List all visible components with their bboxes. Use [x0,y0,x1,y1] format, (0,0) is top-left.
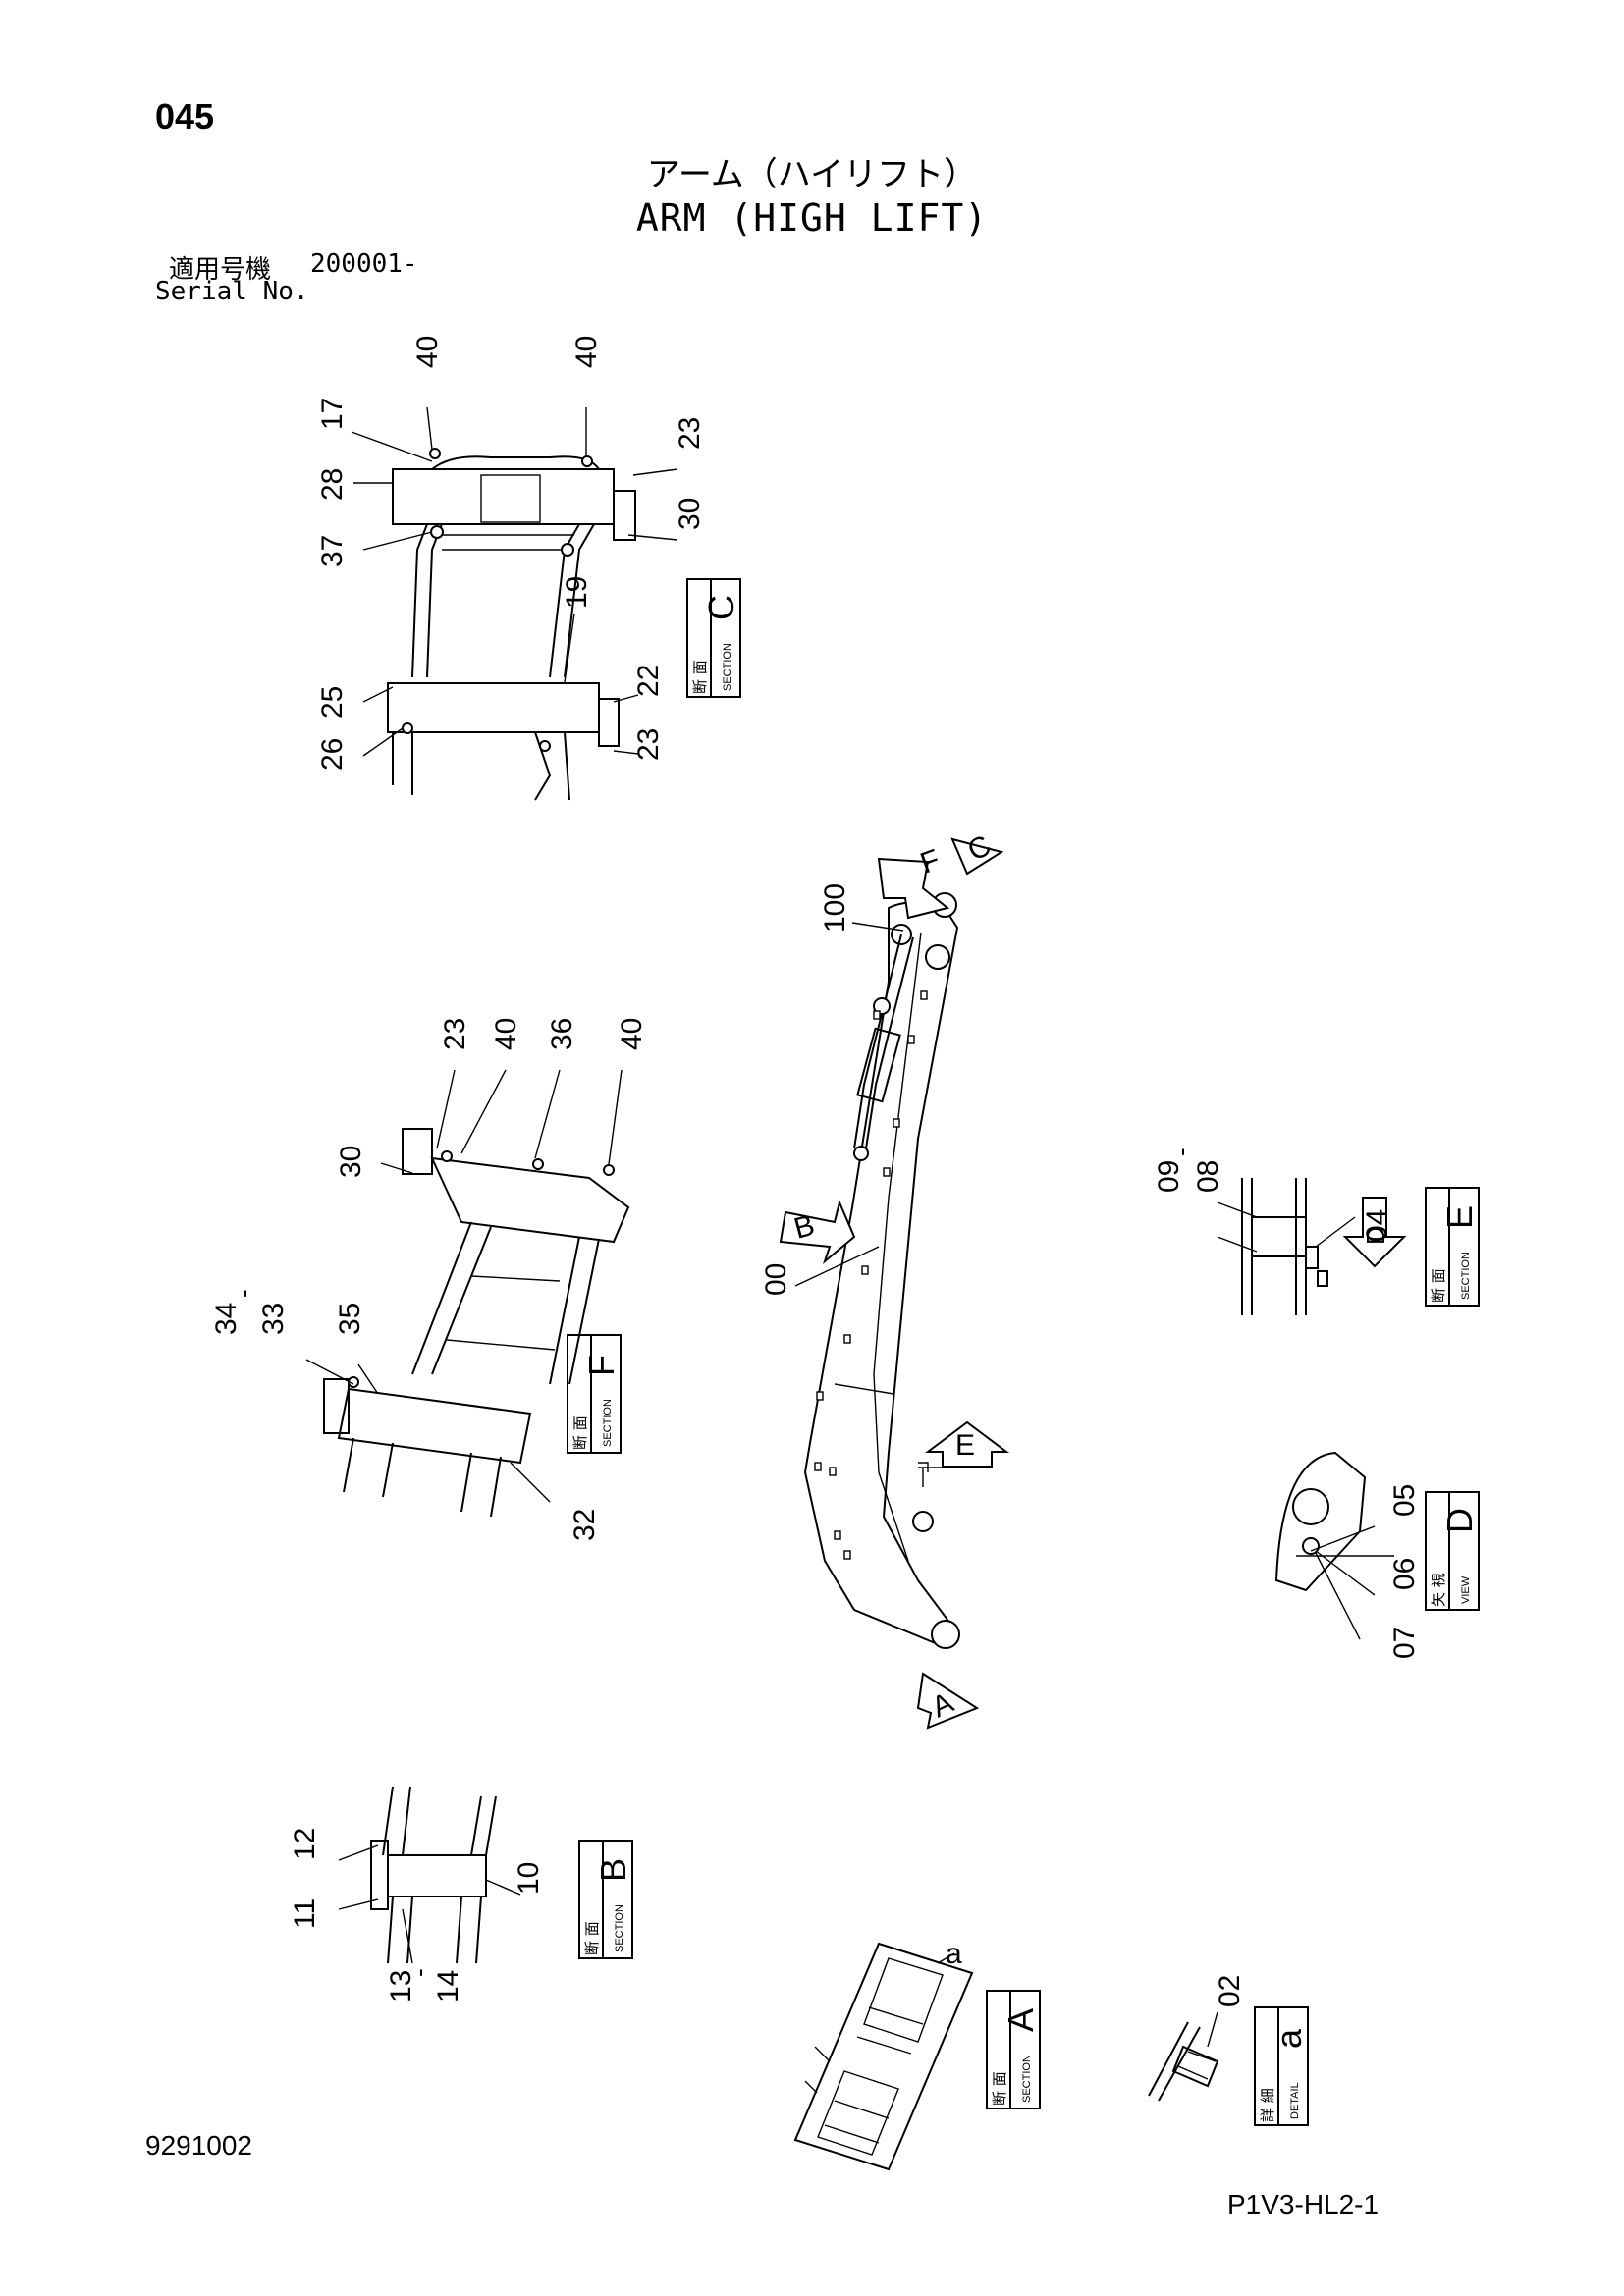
label-10: 10 [513,1862,545,1895]
label-04: 04 [1361,1209,1393,1242]
view-arrow-e: E [955,1429,975,1462]
section-e-kind-jp: 断 面 [1430,1268,1447,1303]
label-34-33-dash: - [229,1289,258,1298]
detail-a-letter: a [1269,2028,1309,2049]
view-d-drawing: 05 06 07 矢 視 VIEW D [1274,1451,1480,1659]
section-b-kind-jp: 断 面 [583,1921,601,1955]
section-a-kind-en: SECTION [1021,2055,1033,2103]
label-05: 05 [1388,1484,1421,1517]
plate-number: P1V3-HL2-1 [1227,2189,1380,2219]
label-30: 30 [335,1146,367,1178]
section-f-kind-jp: 断 面 [571,1415,589,1450]
label-13: 13 [385,1970,417,2002]
label-23: 23 [439,1018,471,1050]
label-40-right: 40 [616,1018,648,1050]
label-22: 22 [632,665,665,697]
section-a-kind-jp: 断 面 [991,2071,1008,2106]
label-30: 30 [674,498,706,530]
section-e-drawing: 09 - 08 D 04 断 面 SECTION E [1153,1148,1480,1315]
label-26: 26 [316,738,349,771]
label-40-right: 40 [570,336,603,368]
section-c-drawing: 40 40 17 28 37 23 30 19 25 26 22 23 断 面 … [316,336,741,801]
serial-label-japanese: 適用号機 [169,255,272,285]
label-32: 32 [568,1509,601,1541]
label-40-left: 40 [411,336,444,368]
section-b-kind-en: SECTION [614,1904,625,1952]
serial-value: 200001- [310,249,418,279]
label-34: 34 [210,1303,243,1335]
title-english: ARM (HIGH LIFT) [635,196,989,240]
view-d-letter: D [1439,1508,1480,1533]
label-14: 14 [432,1970,464,2002]
page-number: 045 [155,96,215,136]
document-number: 9291002 [145,2130,253,2161]
view-d-kind-jp: 矢 視 [1430,1573,1447,1607]
section-f-drawing: 23 40 36 40 30 34 - 33 35 32 断 面 SECTION… [210,1018,648,1541]
label-07: 07 [1388,1627,1421,1659]
serial-label-english: Serial No. [155,277,309,306]
section-e-kind-en: SECTION [1460,1252,1472,1300]
section-e-letter: E [1439,1205,1480,1229]
detail-a-drawing: 02 詳 細 DETAIL a [1148,1975,1309,2126]
label-25: 25 [316,686,349,719]
label-36: 36 [546,1018,578,1050]
label-35: 35 [334,1303,366,1335]
label-28: 28 [316,468,349,501]
label-00: 00 [760,1263,792,1296]
label-17: 17 [316,398,349,430]
view-d-kind-en: VIEW [1460,1575,1472,1604]
label-12: 12 [289,1828,321,1860]
section-c-kind-jp: 断 面 [691,660,709,694]
label-a: a [946,1938,962,1970]
detail-a-kind-en: DETAIL [1289,2082,1301,2119]
label-37: 37 [316,535,349,567]
section-a-drawing: a 断 面 SECTION A [793,1938,1041,2171]
section-f-letter: F [581,1355,622,1376]
section-b-letter: B [593,1858,633,1882]
label-23-top: 23 [674,417,706,450]
section-f-kind-en: SECTION [602,1399,614,1447]
label-13-14-dash: - [405,1968,434,1977]
label-23-bottom: 23 [632,728,665,761]
label-08: 08 [1192,1160,1224,1193]
label-02: 02 [1214,1975,1246,2007]
section-b-drawing: 12 11 10 13 - 14 断 面 SECTION B [289,1786,633,2002]
section-c-kind-en: SECTION [722,643,733,691]
label-33: 33 [257,1303,290,1335]
label-09: 09 [1153,1160,1185,1193]
title-japanese: アーム（ハイリフト） [646,155,978,194]
section-a-letter: A [1001,2008,1041,2032]
label-06: 06 [1388,1558,1421,1590]
detail-a-kind-jp: 詳 細 [1259,2088,1276,2122]
label-09-08-dash: - [1166,1148,1196,1156]
section-c-letter: C [701,595,741,620]
label-40-left: 40 [490,1018,522,1050]
view-arrow-d: D [1361,1226,1390,1245]
label-19: 19 [561,576,593,609]
label-100: 100 [819,883,851,933]
main-arm-view: F C B E A 100 00 [760,829,1009,1730]
label-11: 11 [289,1898,321,1929]
